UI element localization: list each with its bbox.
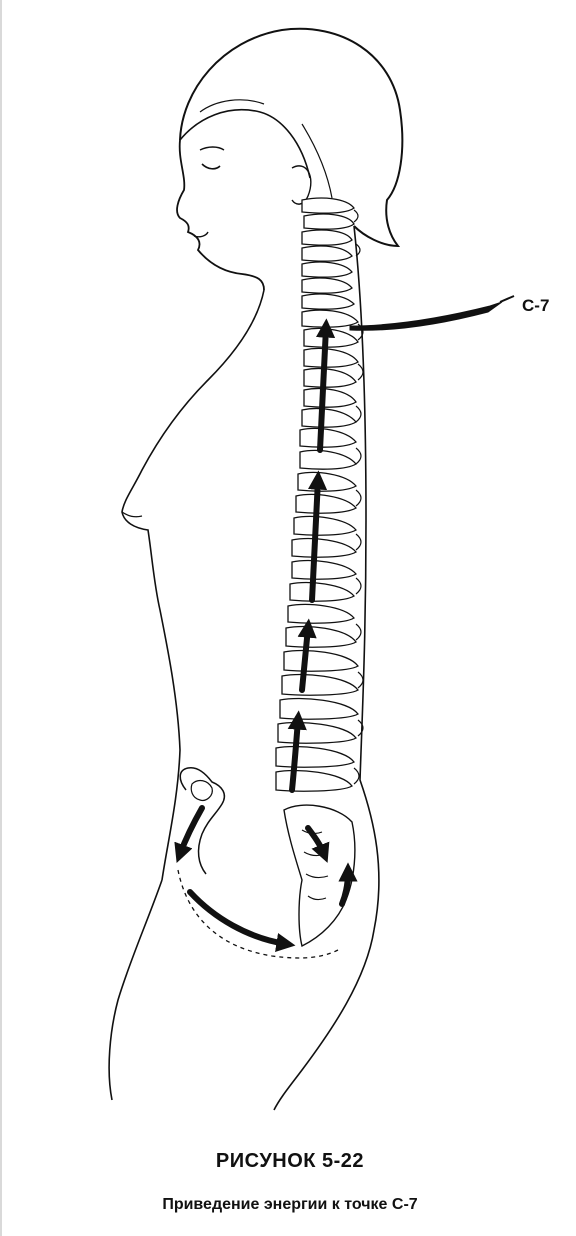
nipple <box>122 512 142 517</box>
sacrum <box>284 805 355 946</box>
figure-title: РИСУНОК 5-22 <box>2 1150 576 1173</box>
mouth <box>194 232 208 237</box>
hair-outline <box>180 29 402 246</box>
hair-line <box>180 110 310 178</box>
face-profile <box>177 140 264 290</box>
eye <box>202 164 220 169</box>
leg-front <box>109 880 162 1100</box>
spine-processes <box>354 210 363 784</box>
c7-point-label: C-7 <box>522 296 549 316</box>
eyebrow <box>200 147 224 150</box>
leg-back <box>274 930 374 1110</box>
c7-pointer <box>350 302 502 330</box>
arrow-bottom <box>190 892 286 944</box>
figure-caption: Приведение энергии к точке С-7 <box>2 1196 576 1214</box>
back-outline <box>354 226 379 930</box>
pelvic-organ <box>180 768 224 874</box>
pelvic-organ-inner <box>191 781 212 801</box>
front-torso <box>122 290 264 880</box>
c7-pointer-line <box>500 296 514 302</box>
